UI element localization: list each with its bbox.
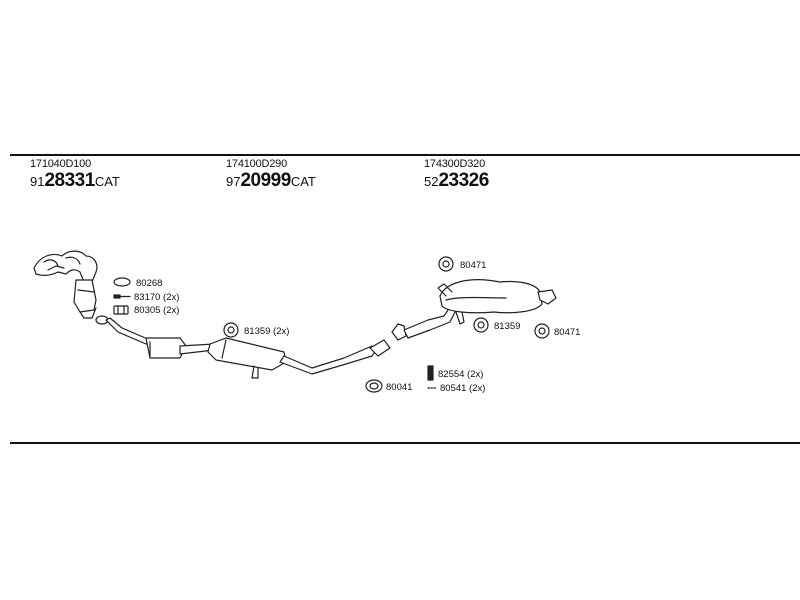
label-bolt-rear: 82554 (2x) [438,369,483,380]
label-gasket-front: 80268 [136,278,162,289]
part-number: 9720999CAT [226,170,316,191]
oe-number: 174100D290 [226,158,288,170]
top-divider [10,154,800,156]
part-number: 9128331CAT [30,170,120,191]
label-gasket-rear: 80041 [386,382,412,393]
label-spring-rear: 80541 (2x) [440,383,485,394]
hanger-icon [438,256,454,272]
gasket-icon [365,379,383,393]
nut-icon [113,305,129,315]
label-nut-front: 80305 (2x) [134,305,179,316]
manifold-catalyst-drawing [33,250,98,319]
label-hanger-rear-top: 80471 [460,260,486,271]
hanger-icon [223,322,239,338]
label-hanger-mid: 81359 (2x) [244,326,289,337]
gasket-icon [113,277,131,287]
bolt-icon [427,365,434,381]
rear-silencer-drawing [391,279,557,341]
part-catalyst-middle: 174100D290 9720999CAT [226,158,316,192]
label-hanger-rear-right: 80471 [554,327,580,338]
part-rear-silencer: 174300D320 5223326 [424,158,489,192]
hanger-icon [534,323,550,339]
part-number: 5223326 [424,170,489,191]
label-hanger-rear-left: 81359 [494,321,520,332]
part-catalyst-front: 171040D100 9128331CAT [30,158,120,192]
bolt-icon [113,294,131,299]
front-pipe-drawing [95,315,215,359]
oe-number: 174300D320 [424,158,486,170]
hanger-icon [473,317,489,333]
middle-silencer-drawing [207,337,391,379]
bottom-divider [10,442,800,444]
label-bolt-front: 83170 (2x) [134,292,179,303]
oe-number: 171040D100 [30,158,92,170]
